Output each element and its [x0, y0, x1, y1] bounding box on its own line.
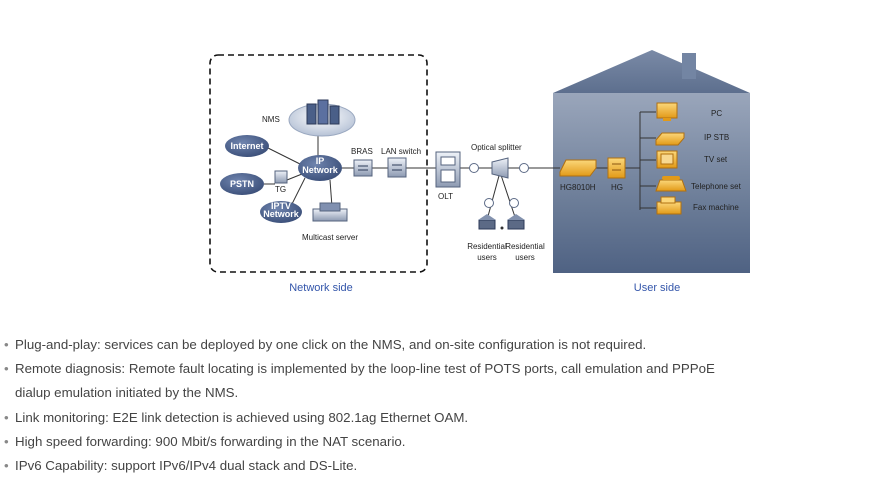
multicast-server-label: Multicast server — [302, 233, 358, 242]
hg-icon — [607, 157, 626, 179]
hg8010h-icon — [559, 159, 597, 177]
ip-network-label-2: Network — [302, 165, 339, 175]
fax-machine-label: Fax machine — [693, 203, 739, 212]
pstn-cloud-icon — [220, 173, 264, 195]
ip-network-cloud-icon — [298, 155, 342, 181]
internet-label: Internet — [230, 141, 263, 151]
optical-splitter-label: Optical splitter — [471, 143, 522, 152]
tv-set-label: TV set — [704, 155, 728, 164]
hg-label: HG — [611, 183, 623, 192]
telephone-set-icon — [655, 176, 687, 192]
ip-network-label-1: IP — [316, 156, 325, 166]
nms-server-icon — [288, 99, 356, 137]
residential-users-2-icon — [507, 214, 525, 230]
pc-icon — [656, 102, 678, 121]
pstn-label: PSTN — [230, 179, 254, 189]
bras-label: BRAS — [351, 147, 373, 156]
internet-cloud-icon — [225, 135, 269, 157]
pc-label: PC — [711, 109, 722, 118]
iptv-network-cloud-icon — [260, 201, 302, 223]
fax-machine-icon — [656, 196, 682, 215]
hg8010h-label: HG8010H — [560, 183, 596, 192]
feature-list: Plug-and-play: services can be deployed … — [4, 333, 715, 478]
telephone-set-label: Telephone set — [691, 182, 742, 191]
ip-stb-icon — [655, 132, 685, 146]
residential-users-1-icon — [478, 214, 496, 230]
tg-label: TG — [275, 185, 286, 194]
fiber-marker-icons — [469, 163, 529, 208]
iptv-label-1: IPTV — [271, 201, 291, 211]
user-house — [553, 50, 750, 273]
separator-dot — [500, 226, 504, 230]
optical-splitter-icon — [491, 157, 509, 179]
feature-item: Link monitoring: E2E link detection is a… — [4, 406, 715, 430]
feature-item: Plug-and-play: services can be deployed … — [4, 333, 715, 357]
iptv-label-2: Network — [263, 209, 300, 219]
feature-item: Remote diagnosis: Remote fault locating … — [4, 357, 715, 405]
residential-users-1-label-2: users — [477, 253, 497, 262]
tv-set-icon — [656, 150, 678, 169]
network-side-boundary — [209, 54, 428, 273]
nms-label: NMS — [262, 115, 280, 124]
residential-users-2-label-1: Residential — [505, 242, 545, 251]
multicast-server-icon — [312, 202, 348, 222]
user-side-label: User side — [634, 282, 680, 294]
residential-users-1-label-1: Residential — [467, 242, 507, 251]
feature-item: High speed forwarding: 900 Mbit/s forwar… — [4, 430, 715, 454]
network-diagram: NMS Internet IP Network PSTN IPTV Networ… — [209, 50, 750, 294]
network-side-label: Network side — [289, 282, 353, 294]
residential-users-2-label-2: users — [515, 253, 535, 262]
ip-stb-label: IP STB — [704, 133, 729, 142]
feature-item: IPv6 Capability: support IPv6/IPv4 dual … — [4, 454, 715, 478]
olt-icon — [435, 151, 461, 188]
tg-icon — [274, 170, 288, 184]
bras-icon — [353, 159, 373, 177]
lan-switch-label: LAN switch — [381, 147, 421, 156]
olt-label: OLT — [438, 192, 453, 201]
lan-switch-icon — [387, 157, 407, 178]
